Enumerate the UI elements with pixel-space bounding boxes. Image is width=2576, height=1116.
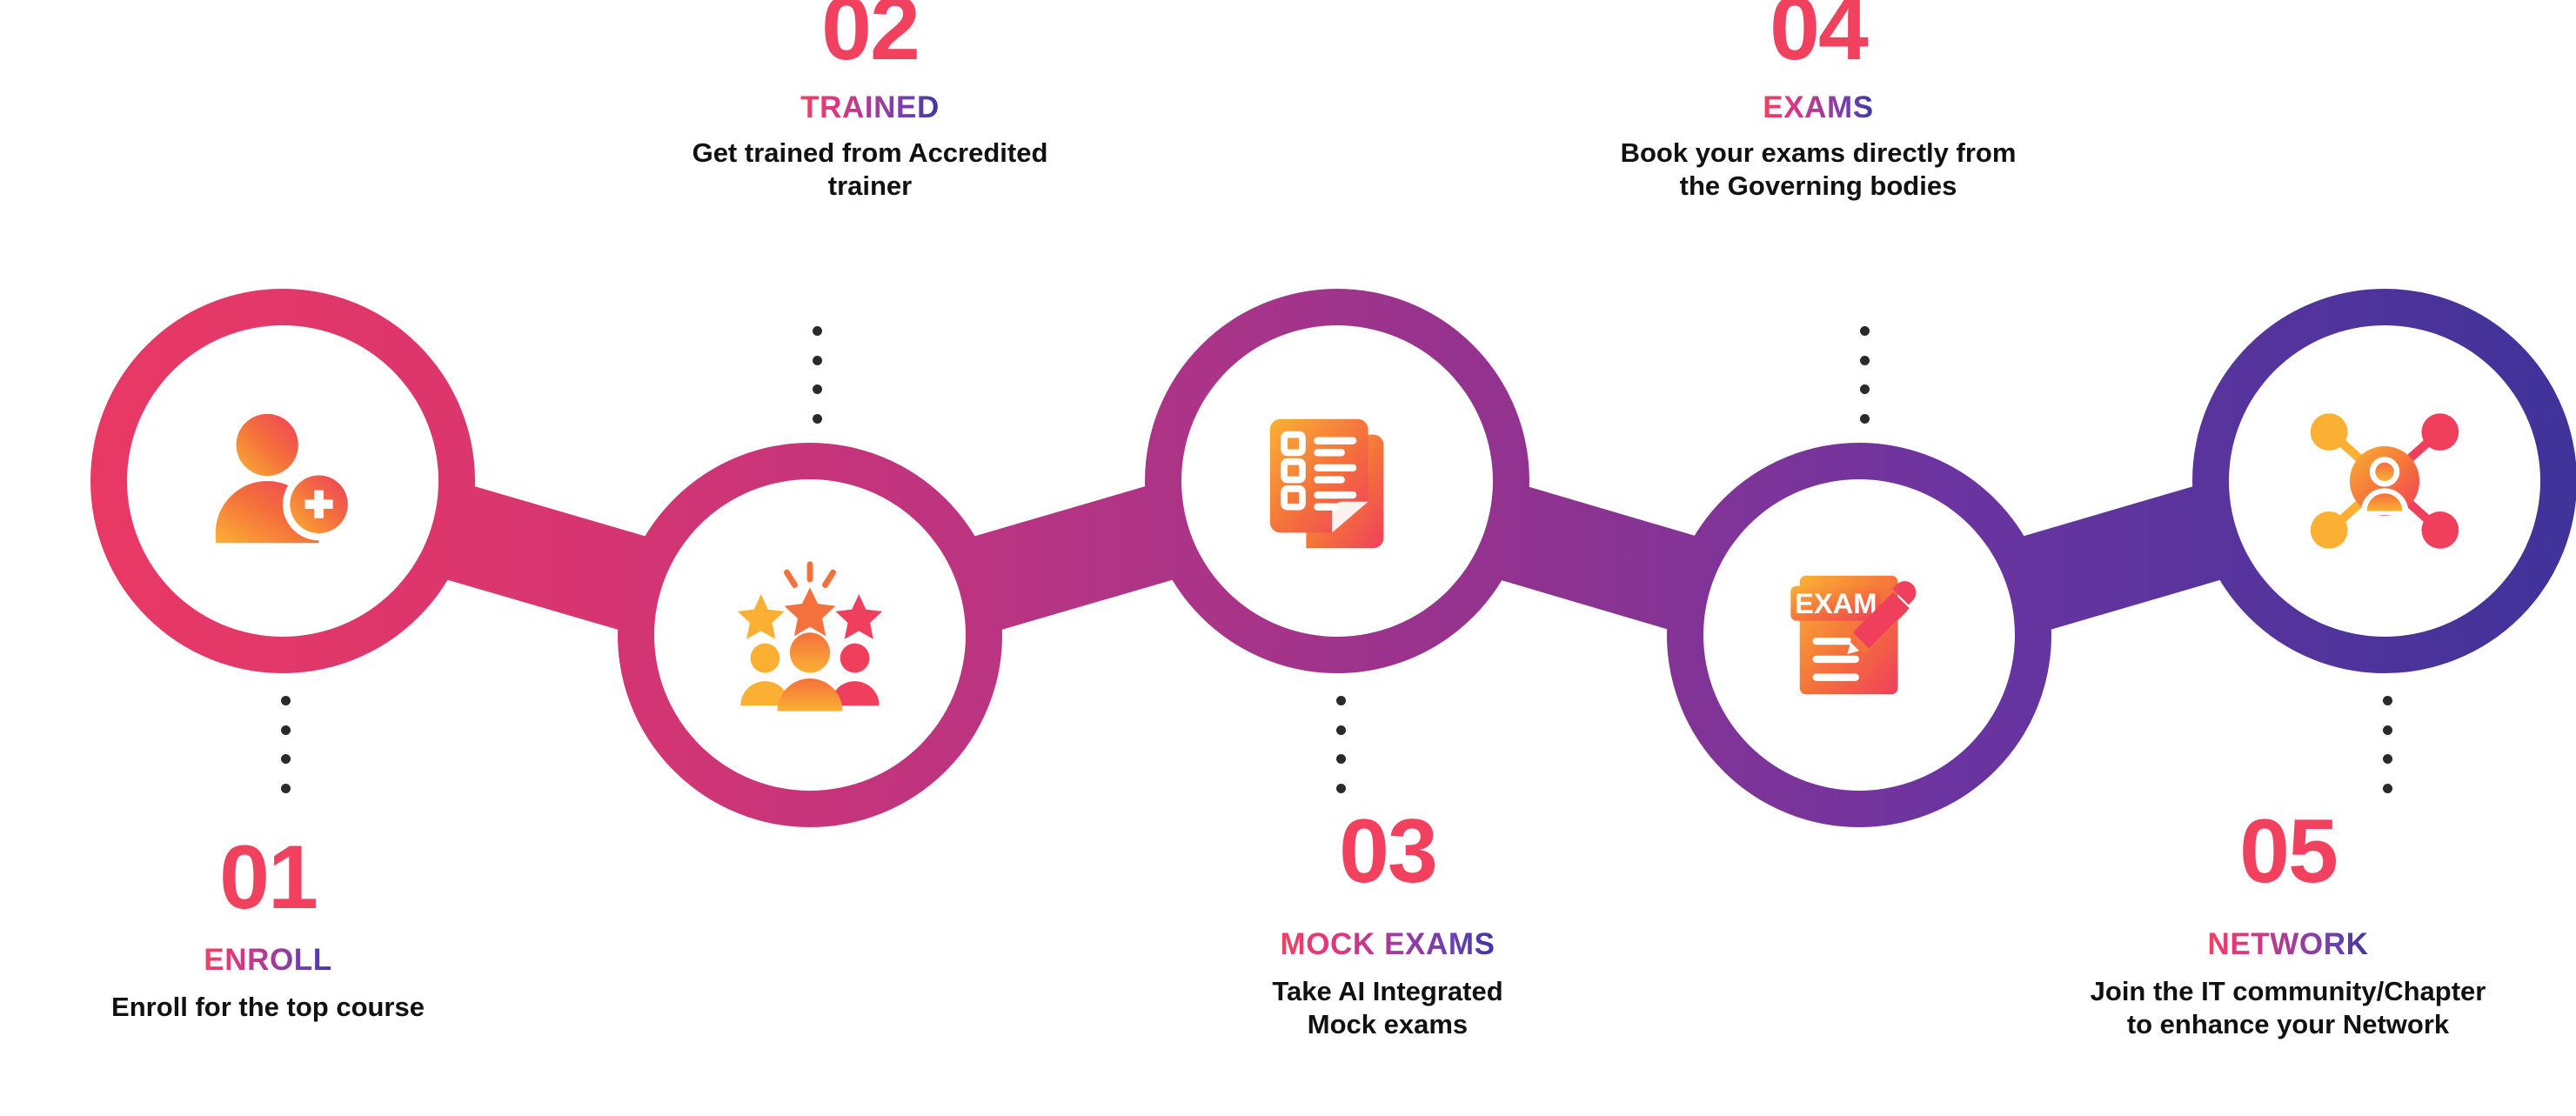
step-text-05: 05 NETWORK Join the IT community/Chapter… [1953, 801, 2576, 1041]
network-hub-icon [2310, 413, 2459, 549]
step-description-03: Take AI Integrated Mock exams [1272, 976, 1503, 1040]
connector-dot [1859, 355, 1870, 365]
step-label-02: TRAINED [800, 90, 940, 124]
connector-dot [1335, 696, 1346, 705]
connector-dots-04 [1859, 326, 1870, 424]
step-text-02: 02 TRAINED Get trained from Accredited t… [565, 0, 1174, 203]
connector-dot [1859, 413, 1870, 424]
connector-dots-02 [812, 326, 822, 424]
connector-dot [812, 413, 822, 424]
step-text-04: 04 EXAMS Book your exams directly from t… [1479, 0, 2158, 203]
step-number-01: 01 [219, 827, 318, 928]
step-number-04: 04 [1770, 0, 1869, 79]
connector-dot [812, 355, 822, 365]
connector-dot [280, 696, 291, 705]
step-node-01[interactable] [127, 325, 438, 637]
step-label-05: NETWORK [2207, 926, 2369, 961]
step-description-05: Join the IT community/Chapter to enhance… [2090, 976, 2486, 1040]
connector-dot [2382, 725, 2392, 735]
step-node-03[interactable] [1181, 325, 1493, 637]
connector-dot [2382, 696, 2392, 705]
connector-dot [1335, 754, 1346, 765]
step-description-01: Enroll for the top course [111, 992, 425, 1023]
connector-dot [812, 384, 822, 395]
step-node-02[interactable] [654, 479, 966, 791]
connector-dot [1859, 326, 1870, 336]
rating-people-stars-icon [737, 561, 883, 712]
step-number-02: 02 [821, 0, 920, 79]
connector-dot [280, 754, 291, 765]
step-node-04[interactable]: EXAM [1703, 479, 2015, 791]
connector-dot [812, 326, 822, 336]
add-user-icon [215, 413, 356, 544]
step-node-05[interactable] [2229, 325, 2540, 637]
connector-dot [280, 725, 291, 735]
connector-dot [2382, 783, 2392, 793]
step-text-03: 03 MOCK EXAMS Take AI Integrated Mock ex… [1083, 801, 1692, 1041]
connector-dots-01 [280, 696, 291, 793]
step-label-01: ENROLL [204, 942, 332, 977]
connector-dot [1335, 725, 1346, 735]
checklist-document-icon [1269, 418, 1384, 549]
step-number-05: 05 [2239, 801, 2338, 902]
exam-paper-pencil-icon: EXAM [1790, 575, 1917, 695]
step-number-03: 03 [1339, 801, 1438, 902]
connector-dots-05 [2382, 696, 2392, 793]
step-text-01: 01 ENROLL Enroll for the top course [0, 827, 581, 1024]
step-label-04: EXAMS [1763, 90, 1874, 124]
connector-dot [1335, 783, 1346, 793]
step-label-03: MOCK EXAMS [1280, 926, 1495, 961]
connector-dot [1859, 384, 1870, 395]
step-description-04: Book your exams directly from the Govern… [1620, 137, 2017, 202]
connector-dot [280, 783, 291, 793]
connector-dots-03 [1335, 696, 1346, 793]
step-description-02: Get trained from Accredited trainer [692, 137, 1048, 202]
connector-dot [2382, 754, 2392, 765]
exam-paper-label: EXAM [1795, 587, 1877, 619]
